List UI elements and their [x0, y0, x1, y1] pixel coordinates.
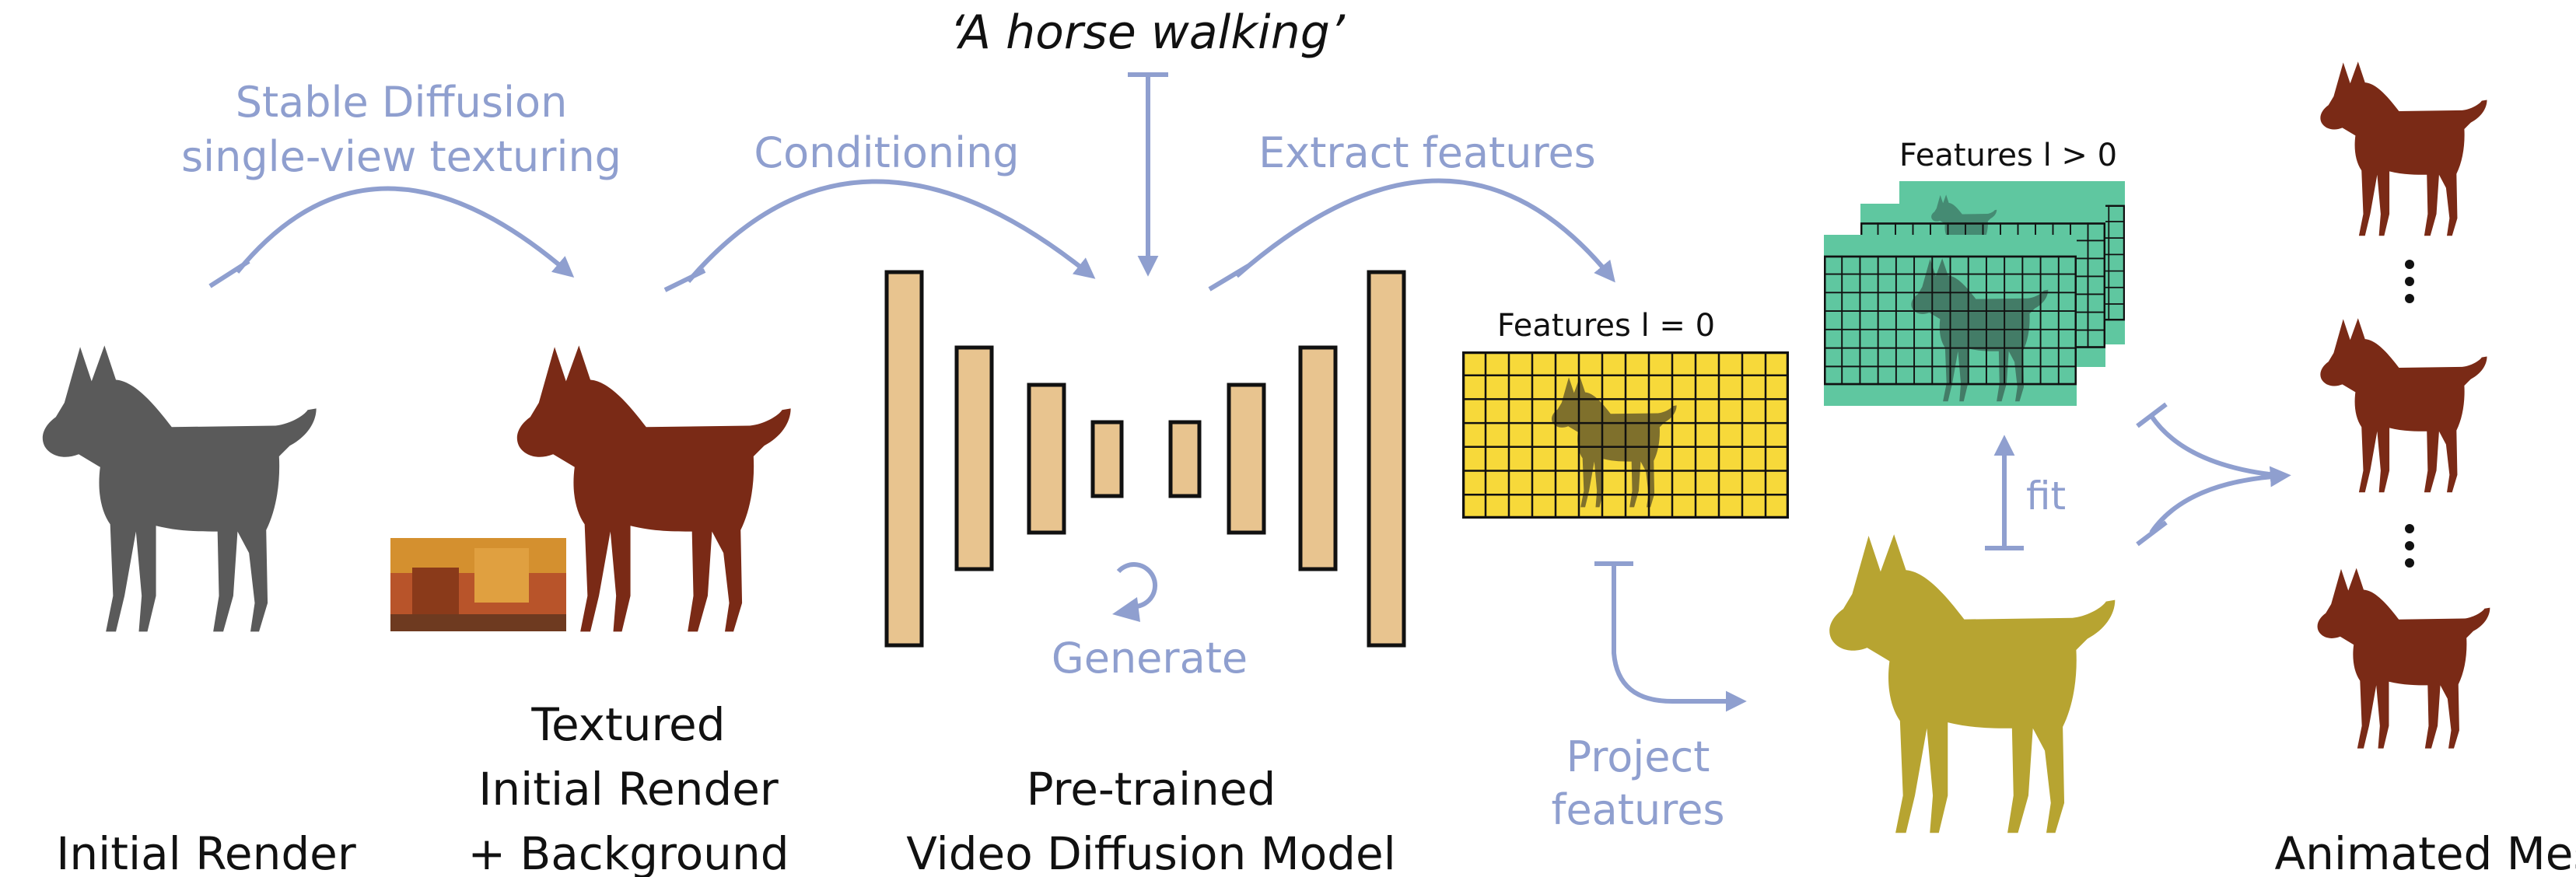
caption-initial-render: Initial Render [56, 827, 356, 877]
caption-textured-line2: Initial Render [478, 763, 779, 816]
arrow-merge-bottom [2149, 466, 2291, 534]
features-l0-grid [1462, 351, 1789, 519]
label-features-lgt0: Features l > 0 [1899, 138, 2117, 173]
arrow-project-features [1612, 564, 1747, 712]
arrow-conditioning [686, 179, 1096, 283]
unet-block-2 [954, 345, 994, 571]
arrow-sd-texturing [235, 186, 575, 278]
animated-frame-1 [2320, 61, 2487, 236]
label-conditioning: Conditioning [754, 128, 1019, 177]
unet-block-5 [1168, 420, 1202, 498]
arrow-extract-features [1235, 178, 1615, 283]
unet-block-4 [1090, 420, 1124, 498]
label-project-line2: features [1551, 785, 1724, 834]
fitted-mesh-horse [1829, 534, 2116, 833]
animated-frame-3 [2317, 568, 2490, 749]
ellipsis-1 [2405, 260, 2414, 303]
unet-block-7 [1298, 345, 1338, 571]
arrow-merge-top-tail [2136, 402, 2168, 428]
label-sd-line1: Stable Diffusion [236, 78, 568, 127]
unet-block-8 [1367, 270, 1406, 648]
unet-block-3 [1027, 383, 1066, 535]
unet-block-6 [1227, 383, 1266, 535]
features-lgt0-grid-stack [1824, 181, 2125, 406]
caption-textured-line3: + Background [467, 827, 789, 877]
arrow-merge-bottom-tail [2136, 520, 2168, 547]
caption-model-line2: Video Diffusion Model [906, 827, 1396, 877]
arrow-sd-tail [208, 259, 250, 288]
label-sd-line2: single-view texturing [181, 132, 621, 181]
arrow-merge-top [2149, 414, 2284, 478]
caption-animated-mesh: Animated Mesh [2275, 827, 2576, 877]
unet-block-1 [884, 270, 924, 648]
caption-textured-line1: Textured [530, 698, 725, 751]
features-grid-layer-front [1824, 235, 2077, 406]
caption-model-line1: Pre-trained [1027, 763, 1276, 816]
label-features-l0: Features l = 0 [1497, 308, 1715, 344]
arrow-conditioning-tail [663, 268, 706, 292]
generate-loop-icon [1112, 562, 1158, 622]
label-extract-features: Extract features [1258, 128, 1596, 177]
unet-model [884, 270, 1406, 648]
label-project-line1: Project [1566, 732, 1710, 781]
label-fit: fit [2026, 473, 2066, 519]
ellipsis-2 [2405, 524, 2414, 568]
prompt-text: ‘A horse walking’ [950, 5, 1346, 60]
arrow-extract-tail [1208, 264, 1250, 292]
initial-render-horse [42, 345, 317, 632]
animated-frame-2 [2320, 318, 2487, 493]
background-thumbnail [390, 538, 566, 631]
label-generate: Generate [1052, 634, 1248, 683]
